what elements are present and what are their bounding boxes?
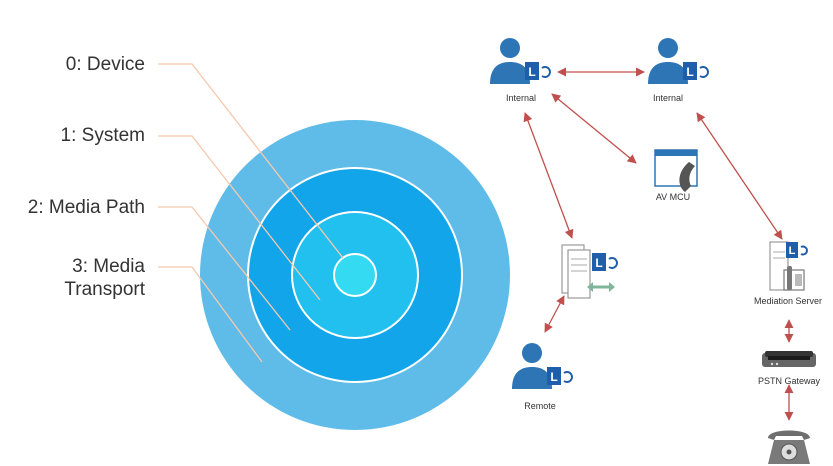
user-icon: L bbox=[648, 38, 709, 84]
arrow-internal-remote-server bbox=[523, 112, 574, 239]
gateway-icon bbox=[762, 351, 816, 367]
node-label-av-mcu: AV MCU bbox=[655, 192, 691, 202]
telephone-icon bbox=[768, 430, 810, 464]
node-label-pstn-gateway: PSTN Gateway bbox=[757, 376, 821, 386]
node-label-remote: Remote bbox=[524, 401, 556, 411]
lync-badge-icon: L bbox=[547, 367, 573, 385]
conference-phone-icon bbox=[654, 149, 698, 192]
leader-lines bbox=[158, 63, 344, 363]
bidirectional-arrow-icon bbox=[587, 282, 615, 292]
telephone-icon bbox=[783, 266, 805, 291]
lync-badge-icon: L bbox=[683, 62, 709, 80]
node-label-internal-right: Internal bbox=[652, 93, 684, 103]
layer-label-media-transport: 3: Media Transport bbox=[64, 255, 145, 301]
layer-label-media-transport-line2: Transport bbox=[64, 279, 145, 300]
server-icon: L bbox=[561, 244, 618, 299]
lync-badge-icon: L bbox=[592, 253, 618, 271]
leader-line-media-transport bbox=[158, 266, 263, 363]
node-label-internal-left: Internal bbox=[505, 93, 537, 103]
leader-line-media-path bbox=[158, 206, 291, 331]
lync-badge-icon: L bbox=[786, 242, 808, 258]
svg-text:L: L bbox=[686, 65, 693, 79]
svg-text:L: L bbox=[550, 370, 557, 384]
user-icon: L bbox=[490, 38, 551, 84]
arrow-internal-avmcu bbox=[551, 93, 637, 164]
lync-badge-icon: L bbox=[525, 62, 551, 80]
svg-text:L: L bbox=[528, 65, 535, 79]
ring-device bbox=[333, 253, 377, 297]
leader-line-system bbox=[158, 135, 321, 301]
arrow-server-remote bbox=[544, 295, 565, 333]
layer-label-device: 0: Device bbox=[65, 54, 145, 75]
user-icon: L bbox=[512, 343, 573, 389]
layer-label-media-path: 2: Media Path bbox=[27, 197, 145, 218]
layer-label-system: 1: System bbox=[60, 125, 145, 146]
svg-text:L: L bbox=[595, 256, 602, 270]
layer-label-media-transport-line1: 3: Media bbox=[72, 256, 145, 277]
leader-line-device bbox=[158, 63, 344, 259]
svg-text:L: L bbox=[789, 245, 796, 257]
connection-arrows bbox=[523, 67, 794, 421]
concentric-rings bbox=[200, 120, 510, 430]
node-label-mediation-server: Mediation Server bbox=[753, 296, 823, 306]
server-icon: L bbox=[769, 241, 808, 291]
arrow-internal-mediation bbox=[696, 112, 783, 240]
